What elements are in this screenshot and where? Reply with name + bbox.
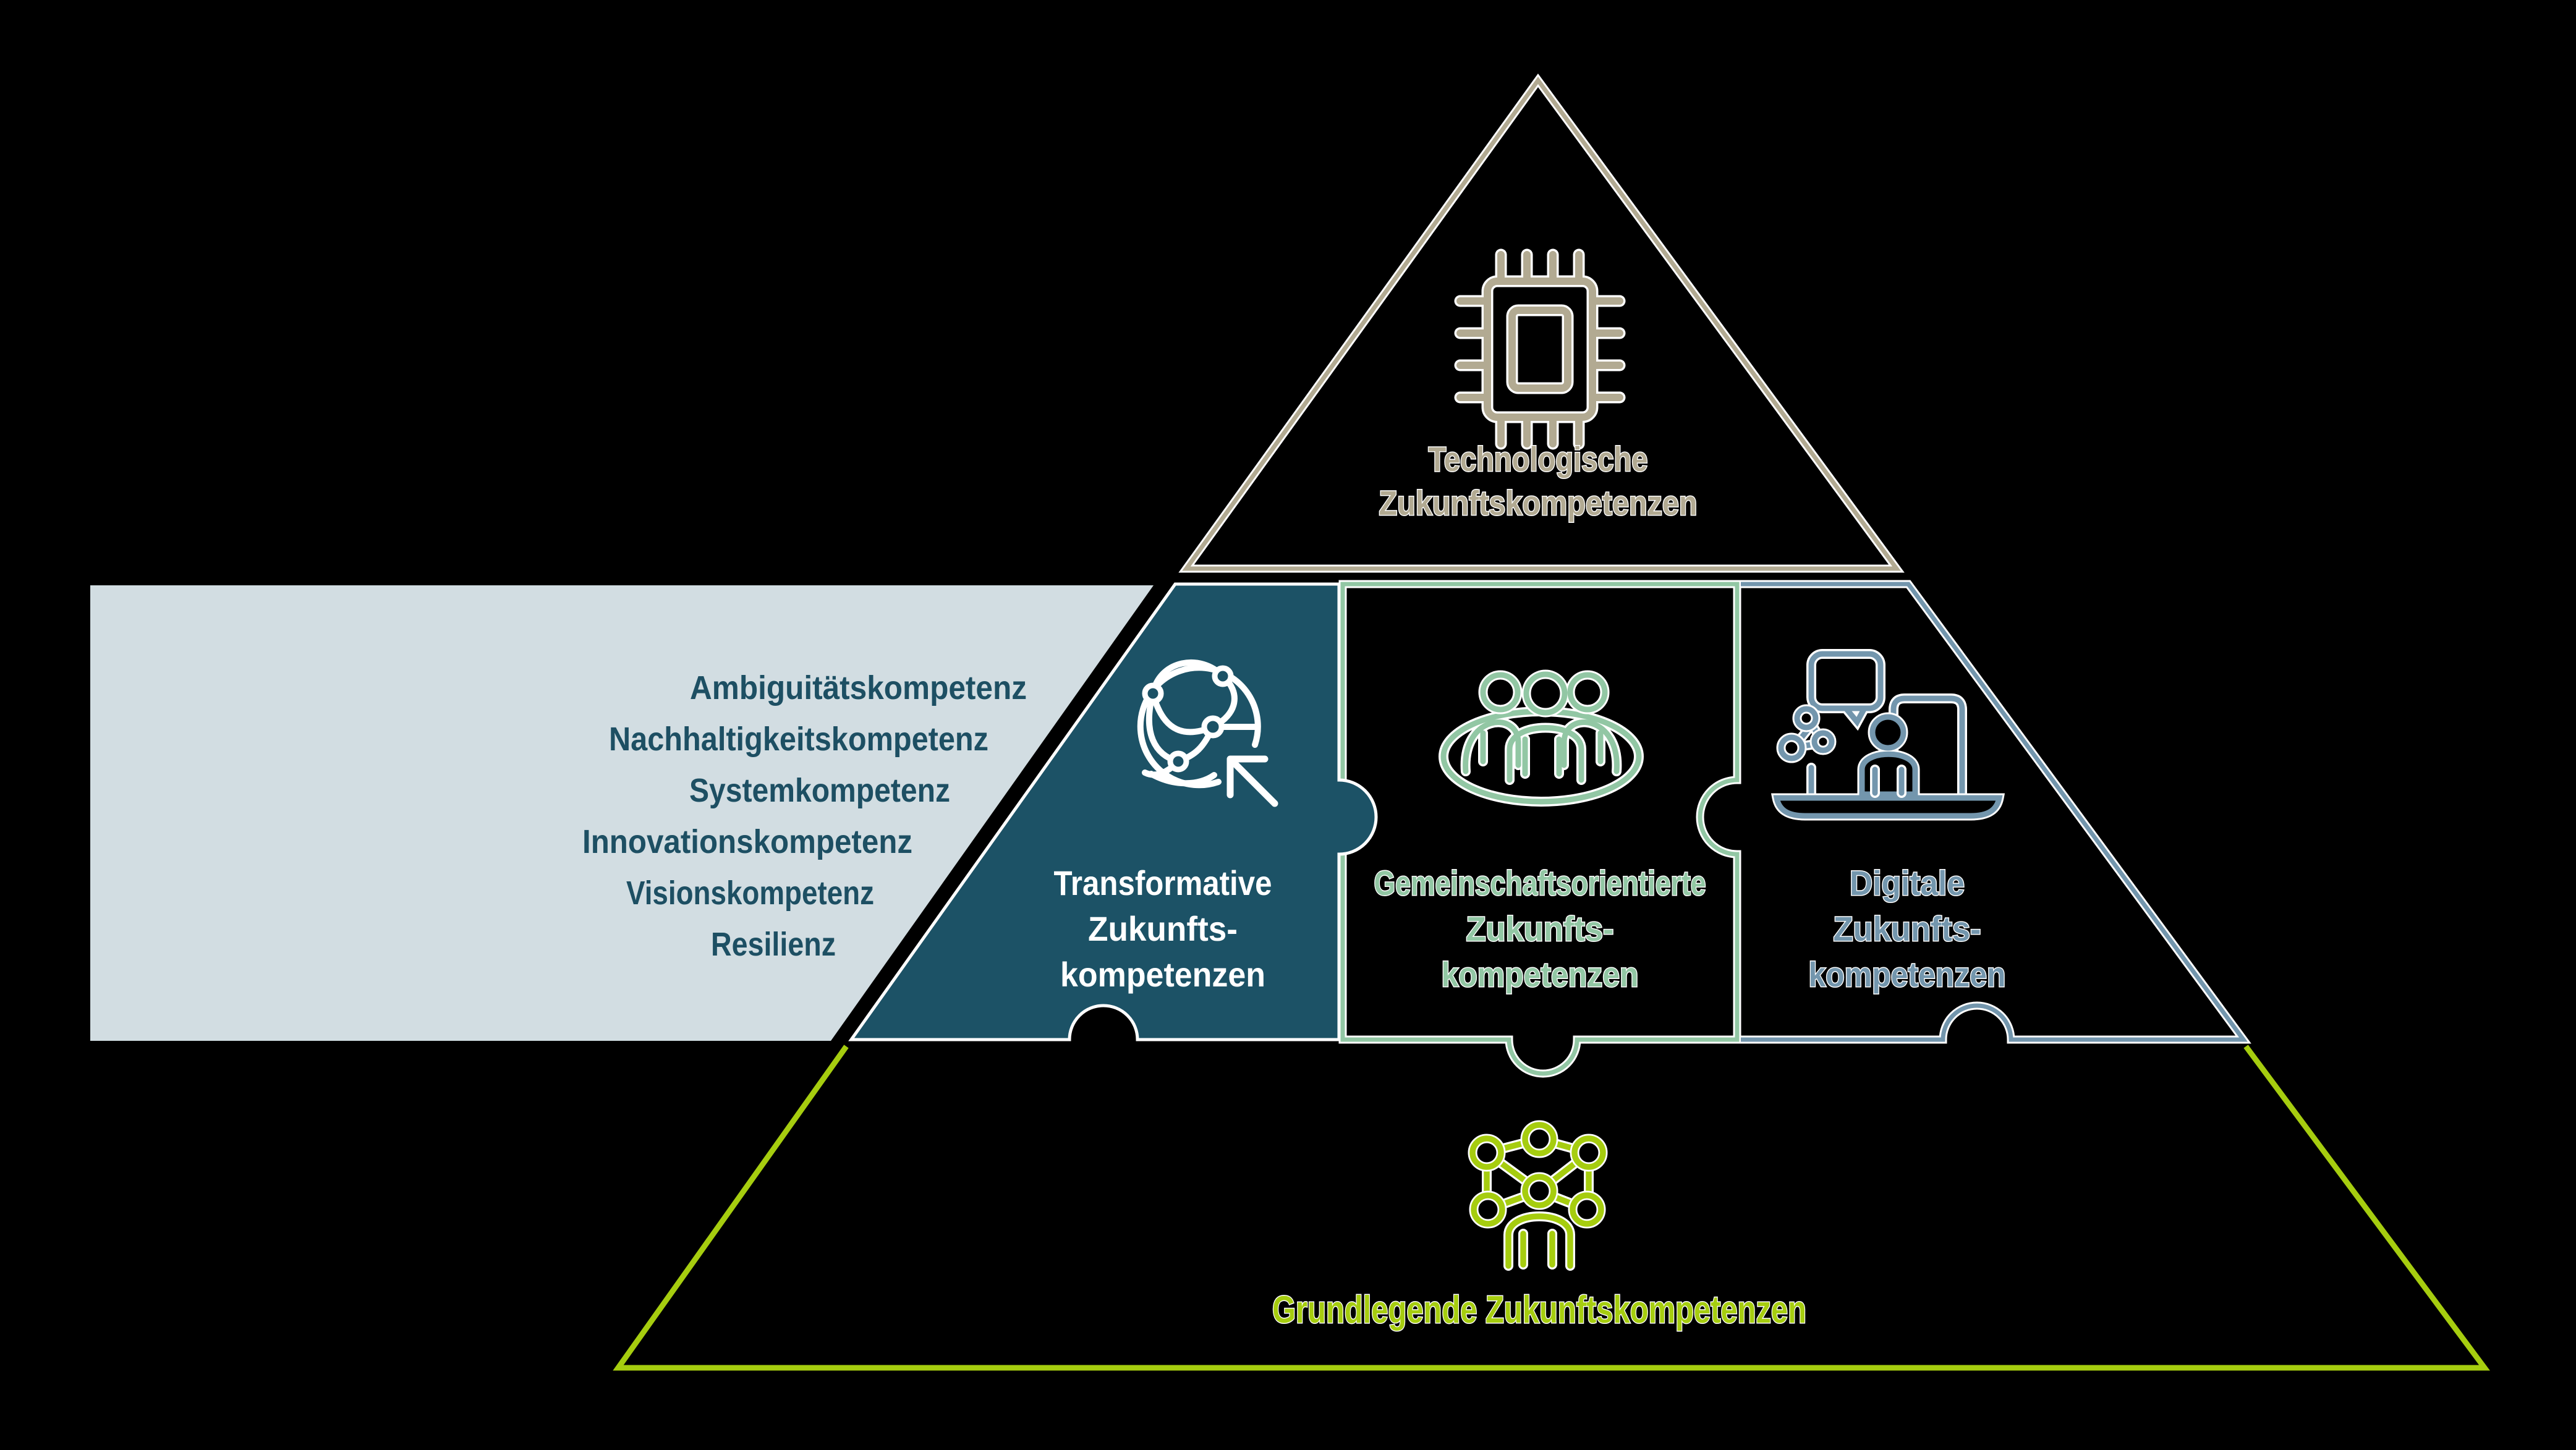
panel-item-nachhaltigkeit: Nachhaltigkeitskompetenz (609, 721, 988, 758)
transformative-label-line2: Zukunfts- (1088, 909, 1238, 948)
panel-item-resilienz: Resilienz (711, 926, 836, 963)
digital-label-line1: Digitale (1850, 863, 1965, 902)
base-section: Grundlegende Zukunftskompetenzen (613, 1045, 2490, 1371)
piece-transformative: Transformative Zukunfts- kompetenzen (848, 582, 1378, 1041)
piece-digital: Digitale Zukunfts- kompetenzen (1741, 584, 2243, 1040)
panel-item-ambiguitaet: Ambiguitätskompetenz (690, 669, 1027, 706)
globe-network-cursor-icon (1141, 663, 1278, 807)
community-label-line2: Zukunfts- (1466, 909, 1614, 948)
side-panel-background (90, 585, 1154, 1041)
top-label-line1: Technologische (1429, 439, 1648, 478)
community-label-line3: kompetenzen (1442, 955, 1639, 994)
top-label-line2: Zukunftskompetenzen (1379, 483, 1698, 522)
people-group-icon (1443, 669, 1639, 802)
base-label: Grundlegende Zukunftskompetenzen (1272, 1289, 1806, 1331)
transformative-label-line1: Transformative (1054, 863, 1272, 902)
side-panel: Ambiguitätskompetenz Nachhaltigkeitskomp… (90, 585, 1154, 1041)
piece-community: Gemeinschaftsorientierte Zukunfts- kompe… (1306, 584, 1737, 1074)
transformative-label-line3: kompetenzen (1060, 955, 1265, 994)
digital-label-line3: kompetenzen (1809, 955, 2006, 994)
panel-item-innovation: Innovationskompetenz (582, 823, 912, 860)
cursor-arrow-icon (1226, 755, 1278, 807)
people-heads (1480, 671, 1608, 716)
network-nodes (1469, 1122, 1606, 1227)
top-triangle-section: Technologische Zukunftskompetenzen (1186, 80, 1897, 569)
panel-item-vision: Visionskompetenz (626, 875, 874, 912)
laptop-video-call-icon (1777, 654, 1999, 816)
piece-transformative-shape (848, 582, 1378, 1041)
base-trapezoid-outline (613, 1045, 2490, 1371)
community-label-line1: Gemeinschaftsorientierte (1374, 863, 1706, 902)
globe-nodes (1142, 665, 1234, 773)
person-network-icon (1468, 1120, 1608, 1266)
panel-item-system: Systemkompetenz (689, 772, 950, 809)
molecule-nodes (1778, 706, 1835, 761)
digital-label-line2: Zukunfts- (1834, 909, 1981, 948)
